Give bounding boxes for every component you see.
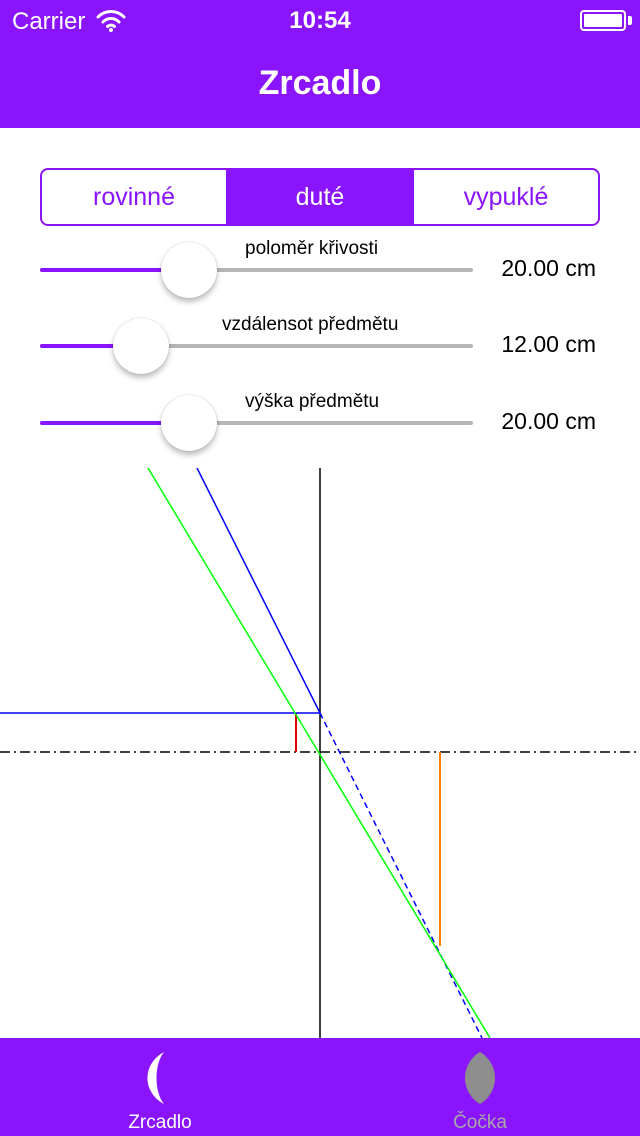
slider-value: 20.00 cm xyxy=(501,255,596,281)
lens-icon xyxy=(465,1052,495,1104)
tab-label: Zrcadlo xyxy=(128,1112,192,1133)
slider-value: 12.00 cm xyxy=(501,331,596,357)
status-time: 10:54 xyxy=(289,7,351,34)
battery-icon xyxy=(580,10,626,31)
battery-tip xyxy=(628,16,632,25)
slider-fill xyxy=(40,268,189,272)
segment-dute[interactable]: duté xyxy=(226,170,412,224)
slider-label: vzdálensot předmětu xyxy=(222,314,399,335)
slider-label: poloměr křivosti xyxy=(245,238,379,259)
slider-value: 20.00 cm xyxy=(501,408,596,434)
navigation-bar: Carrier 10:54 Zrcadlo xyxy=(0,0,640,128)
wifi-icon xyxy=(96,10,126,32)
slider-row-height: výška předmětu 20.00 cm xyxy=(0,391,640,461)
slider-row-distance: vzdálensot předmětu 12.00 cm xyxy=(0,314,640,384)
mirror-type-segmented-control: rovinné duté vypuklé xyxy=(40,168,600,226)
slider-fill xyxy=(40,344,142,348)
distance-slider[interactable] xyxy=(40,318,473,374)
slider-label: výška předmětu xyxy=(245,391,380,412)
tab-zrcadlo[interactable]: Zrcadlo xyxy=(0,1038,320,1136)
height-slider[interactable] xyxy=(40,395,473,451)
segment-vypukle[interactable]: vypuklé xyxy=(412,170,598,224)
status-bar: Carrier 10:54 xyxy=(0,0,640,40)
slider-thumb[interactable] xyxy=(113,318,170,374)
segment-rovinne[interactable]: rovinné xyxy=(93,182,175,211)
page-title: Zrcadlo xyxy=(258,64,382,102)
mirror-icon xyxy=(147,1052,164,1104)
ray-diagram xyxy=(0,468,640,1038)
slider-thumb[interactable] xyxy=(160,395,217,451)
slider-thumb[interactable] xyxy=(160,242,217,298)
slider-row-radius: poloměr křivosti 20.00 cm xyxy=(0,238,640,308)
radius-slider[interactable] xyxy=(40,242,473,298)
tab-bar: Zrcadlo Čočka xyxy=(0,1038,640,1136)
reflected-ray xyxy=(196,468,321,714)
focal-ray xyxy=(147,468,491,1038)
carrier-label: Carrier xyxy=(12,8,86,35)
slider-fill xyxy=(40,421,189,425)
reflected-ray-extension xyxy=(319,712,483,1038)
tab-label: Čočka xyxy=(453,1112,507,1133)
tab-cocka[interactable]: Čočka xyxy=(320,1038,640,1136)
